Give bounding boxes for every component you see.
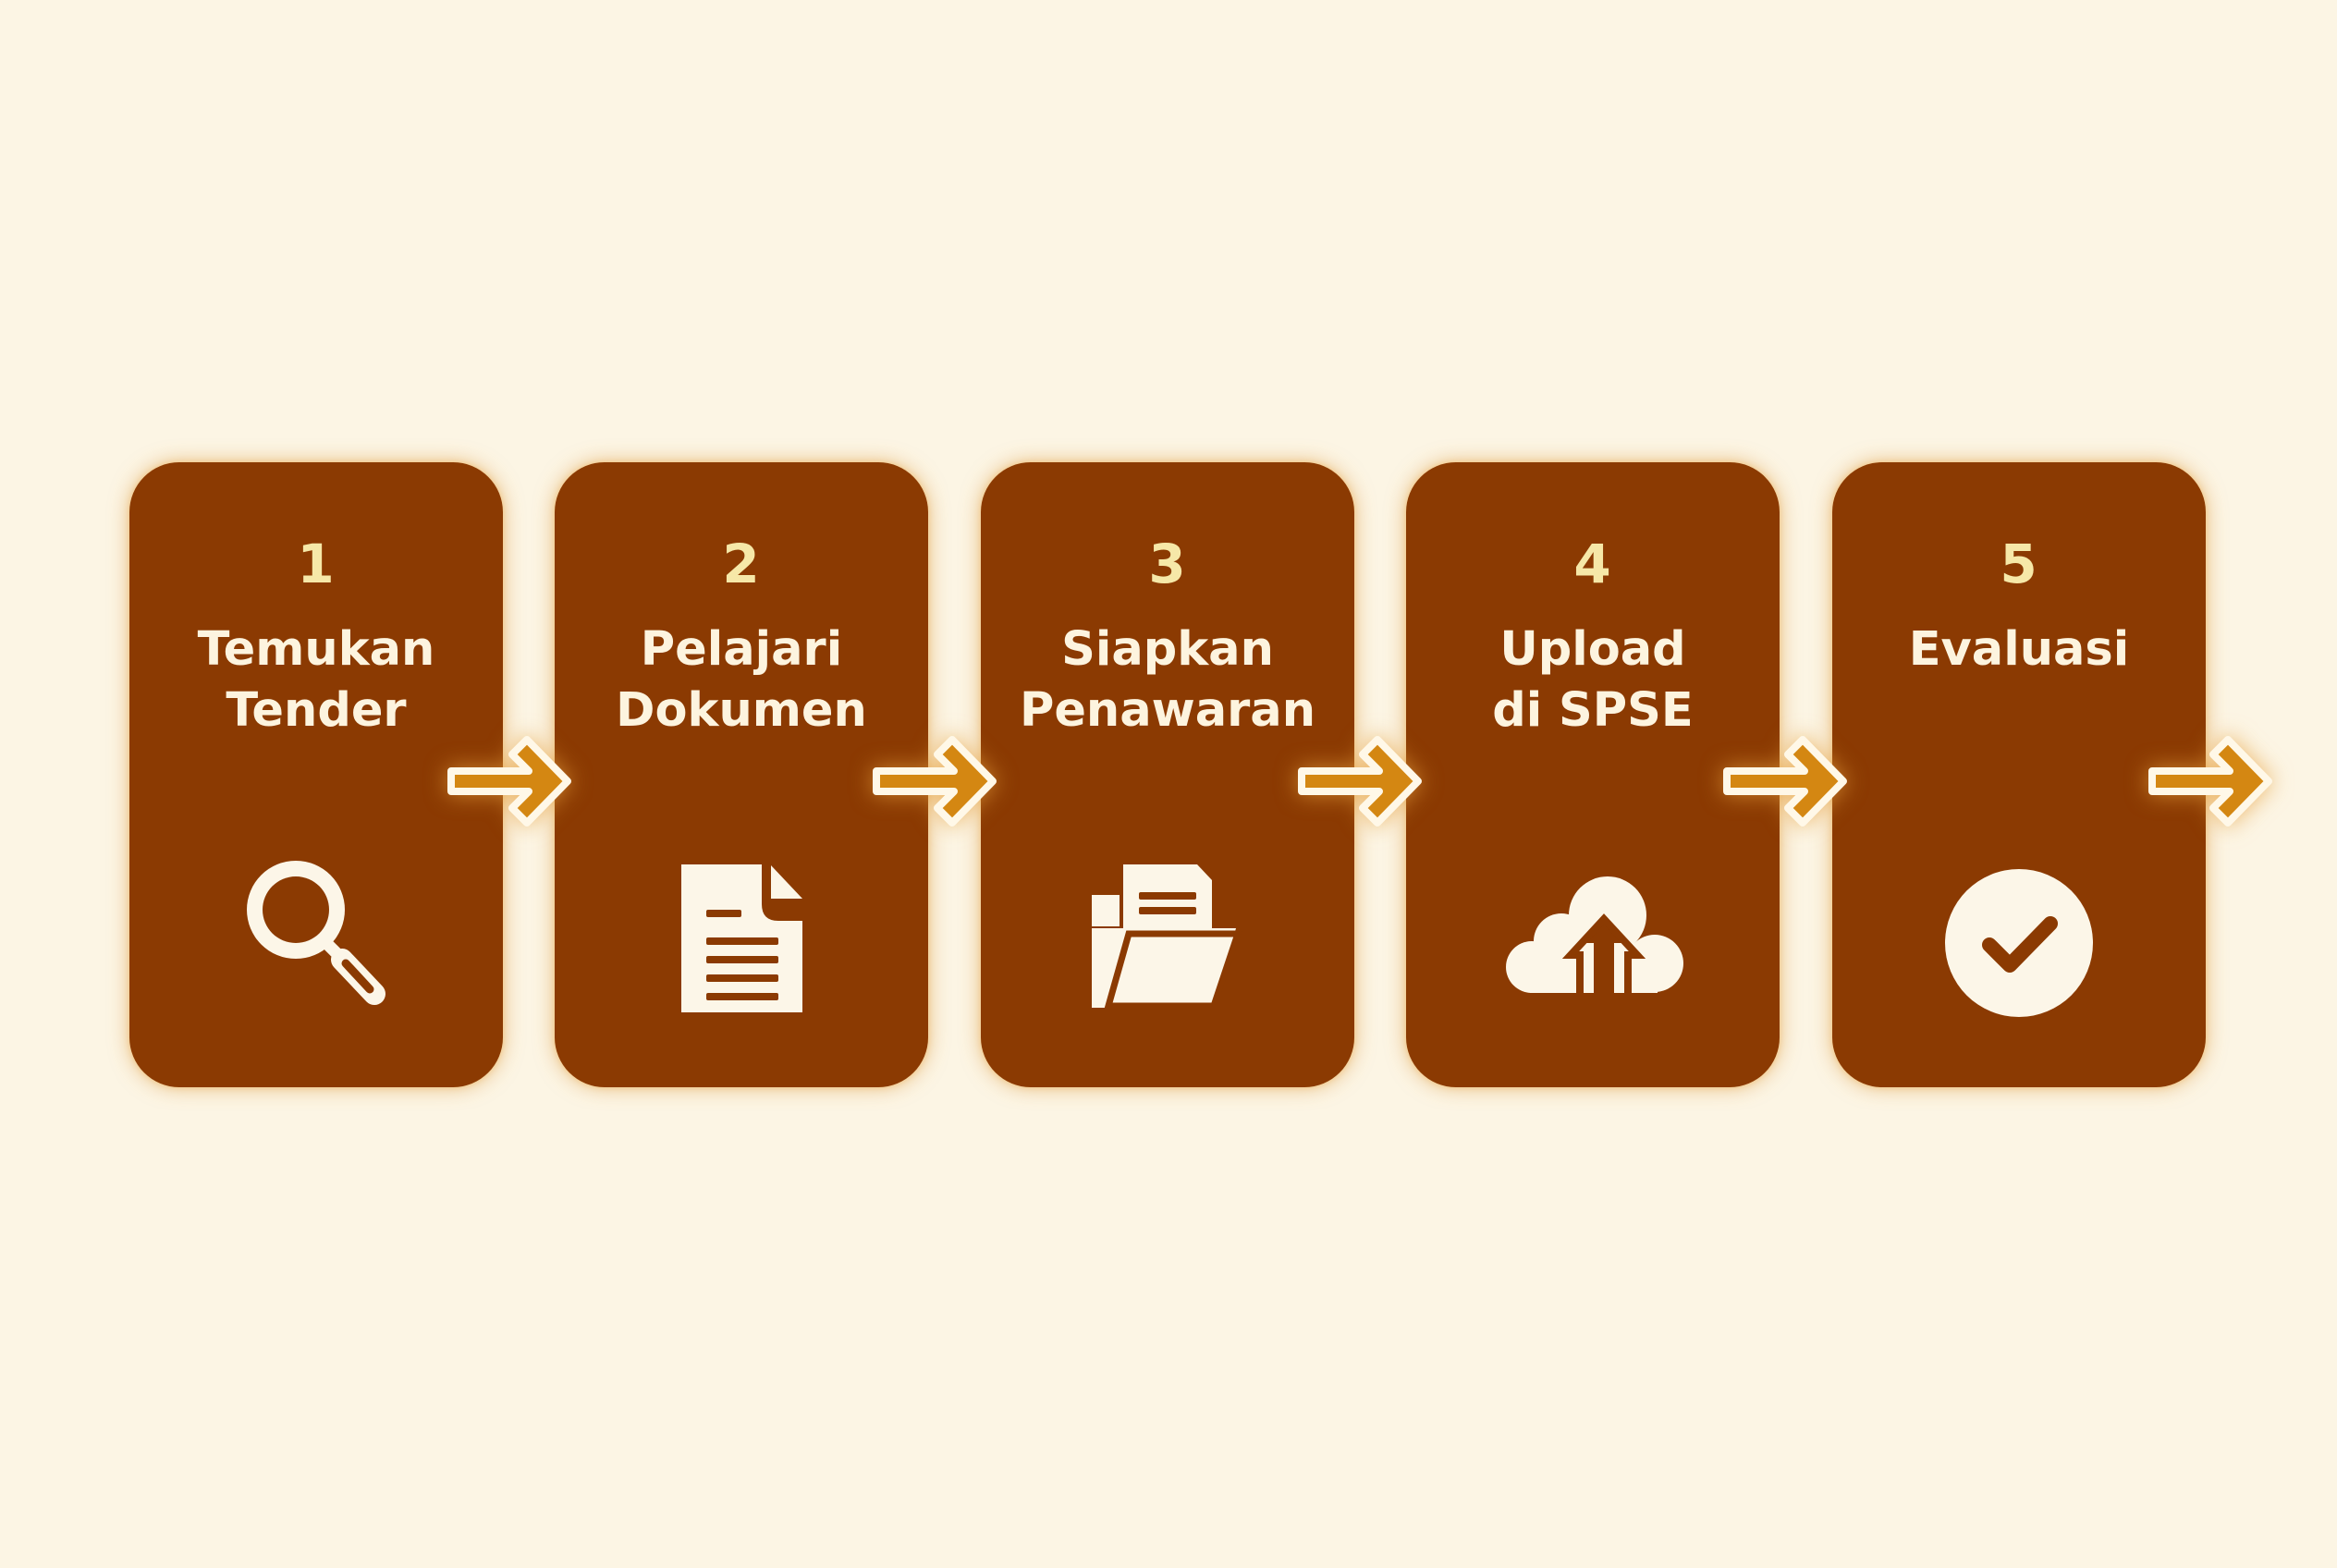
arrow-right-icon	[2148, 736, 2272, 827]
step-card-3: 3 Siapkan Penawaran	[981, 462, 1354, 1087]
step-number: 4	[1573, 533, 1612, 595]
arrow-right-icon	[447, 736, 571, 827]
search-icon	[247, 861, 385, 1005]
arrow-right-icon	[1298, 736, 1422, 827]
document-icon	[681, 864, 802, 1012]
step-card-4: 4 Upload di SPSE	[1406, 462, 1780, 1087]
step-title: Evaluasi	[1908, 622, 2130, 677]
arrow-right-icon	[873, 736, 997, 827]
step-title: Temukan Tender	[197, 622, 435, 738]
arrow-right-icon	[1723, 736, 1847, 827]
step-card-1: 1 Temukan Tender	[129, 462, 503, 1087]
folder-icon	[1092, 864, 1242, 1010]
step-number: 1	[297, 533, 336, 595]
step-card-5: 5 Evaluasi	[1832, 462, 2206, 1087]
step-title: Pelajari Dokumen	[616, 622, 867, 738]
step-number: 5	[2000, 533, 2038, 595]
step-title: Upload di SPSE	[1492, 622, 1694, 738]
step-card-2: 2 Pelajari Dokumen	[555, 462, 928, 1087]
step-number: 3	[1148, 533, 1187, 595]
step-title: Siapkan Penawaran	[1019, 622, 1316, 738]
cloud-upload-icon	[1506, 876, 1683, 1002]
check-circle-icon	[1945, 869, 2093, 1017]
step-number: 2	[722, 533, 761, 595]
